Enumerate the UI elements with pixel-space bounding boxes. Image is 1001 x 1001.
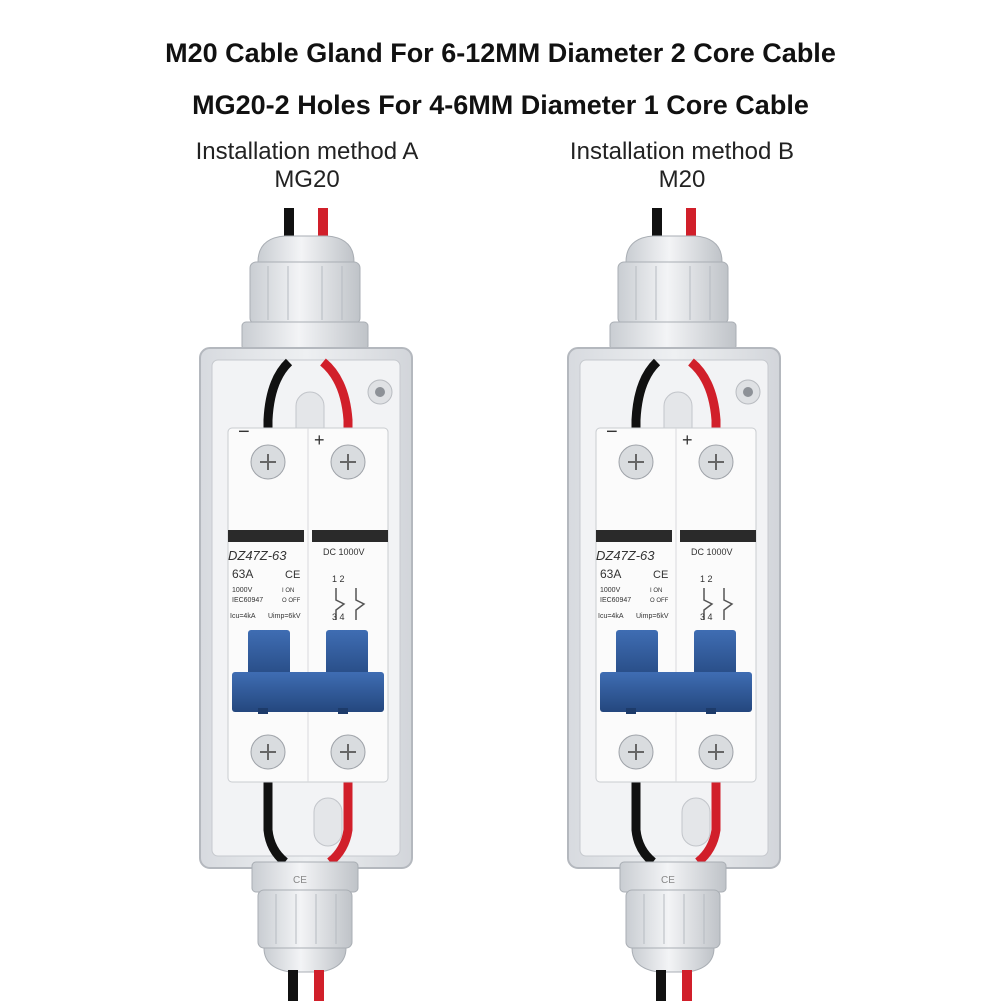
breaker-standard: IEC60947 (232, 597, 263, 604)
plus-mark: + (682, 430, 693, 450)
unit-b: − + DZ47Z-63 DC 1000V 63A CE 1 2 1000V I… (567, 208, 781, 1001)
wire-red-inner-bottom (695, 780, 721, 866)
breaker-model: DZ47Z-63 (228, 548, 287, 563)
method-b-title: Installation method B (569, 138, 795, 165)
gland-ce-mark: CE (661, 875, 675, 886)
breaker-standard: IEC60947 (600, 597, 631, 604)
top-cable-gland (241, 235, 369, 351)
ce-mark: CE (285, 569, 300, 581)
wire-black-inner-top (631, 358, 661, 440)
circuit-breaker (227, 427, 389, 783)
off-label: O OFF (282, 598, 301, 604)
gland-ce-mark: CE (293, 875, 307, 886)
terminals-bottom: 3 4 (332, 612, 345, 622)
wire-black-bottom (288, 970, 298, 1001)
bottom-cable-gland (251, 861, 359, 973)
bottom-cable-gland (619, 861, 727, 973)
top-cable-gland (609, 235, 737, 351)
breaker-icu: Icu=4kA (230, 613, 256, 620)
breaker-handle-left (616, 630, 658, 684)
wire-black-bottom (656, 970, 666, 1001)
headline-primary: M20 Cable Gland For 6-12MM Diameter 2 Co… (165, 38, 836, 68)
breaker-model: DZ47Z-63 (596, 548, 655, 563)
breaker-handle-left (248, 630, 290, 684)
method-b-caption: Installation method B M20 (512, 138, 852, 194)
terminals-top: 1 2 (332, 574, 345, 584)
terminals-bottom: 3 4 (700, 612, 713, 622)
terminals-top: 1 2 (700, 574, 713, 584)
unit-a: − + DZ47Z-63 DC 1000V 63A CE 1 2 1000V I… (199, 208, 413, 1001)
breaker-handle-right (326, 630, 368, 684)
wire-black-inner-bottom (631, 780, 656, 866)
minus-mark: − (238, 421, 250, 443)
wire-red-inner-top (687, 358, 721, 440)
breaker-voltage: 1000V (600, 587, 621, 594)
breaker-voltage: 1000V (232, 587, 253, 594)
breaker-handle-right (694, 630, 736, 684)
breaker-dc-rating: DC 1000V (691, 547, 733, 557)
headline-secondary: MG20-2 Holes For 4-6MM Diameter 1 Core C… (192, 90, 809, 120)
method-b-gland: M20 (658, 166, 706, 193)
minus-mark: − (606, 421, 618, 443)
breaker-uimp: Uimp=6kV (636, 613, 669, 620)
wire-red-bottom (682, 970, 692, 1001)
method-a-gland: MG20 (274, 166, 340, 193)
breaker-handle-bar (232, 672, 384, 712)
circuit-breaker (595, 427, 757, 783)
method-a-caption: Installation method A MG20 (137, 138, 477, 194)
wire-red-inner-bottom (327, 780, 353, 866)
off-label: O OFF (650, 598, 669, 604)
on-label: I ON (282, 588, 294, 594)
wire-red-bottom (314, 970, 324, 1001)
breaker-dc-rating: DC 1000V (323, 547, 365, 557)
wire-black-inner-bottom (263, 780, 288, 866)
plus-mark: + (314, 430, 325, 450)
method-a-title: Installation method A (195, 138, 419, 165)
wire-red-inner-top (319, 358, 353, 440)
breaker-handle-bar (600, 672, 752, 712)
ce-mark: CE (653, 569, 668, 581)
wire-black-inner-top (263, 358, 293, 440)
breaker-uimp: Uimp=6kV (268, 613, 301, 620)
breaker-current: 63A (232, 567, 253, 581)
breaker-icu: Icu=4kA (598, 613, 624, 620)
on-label: I ON (650, 588, 662, 594)
breaker-current: 63A (600, 567, 621, 581)
